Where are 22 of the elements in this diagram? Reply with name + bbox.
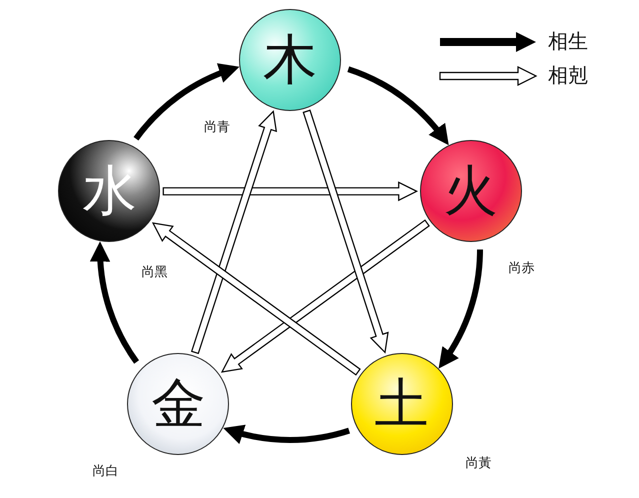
arrow [152,222,361,376]
arrow [162,181,418,202]
arrow [347,66,450,145]
arrow [439,249,483,369]
legend-text: 相生 [548,28,588,55]
node-caption: 尚青 [204,119,230,136]
arrow [223,424,350,444]
node-caption: 尚赤 [508,260,535,278]
node-caption: 尚黃 [466,454,492,472]
arrow [190,110,278,354]
arrow [90,241,140,364]
element-character: 木 [263,33,317,87]
arrow [134,64,240,141]
element-character: 金 [151,376,206,431]
arrow [302,110,389,354]
legend-text: 相剋 [548,62,588,89]
element-character: 水 [82,164,136,218]
node-caption: 尚白 [92,462,118,480]
arrow [220,219,430,373]
element-character: 土 [374,376,429,431]
element-character: 火 [444,164,498,218]
node-caption: 尚黑 [141,264,168,282]
